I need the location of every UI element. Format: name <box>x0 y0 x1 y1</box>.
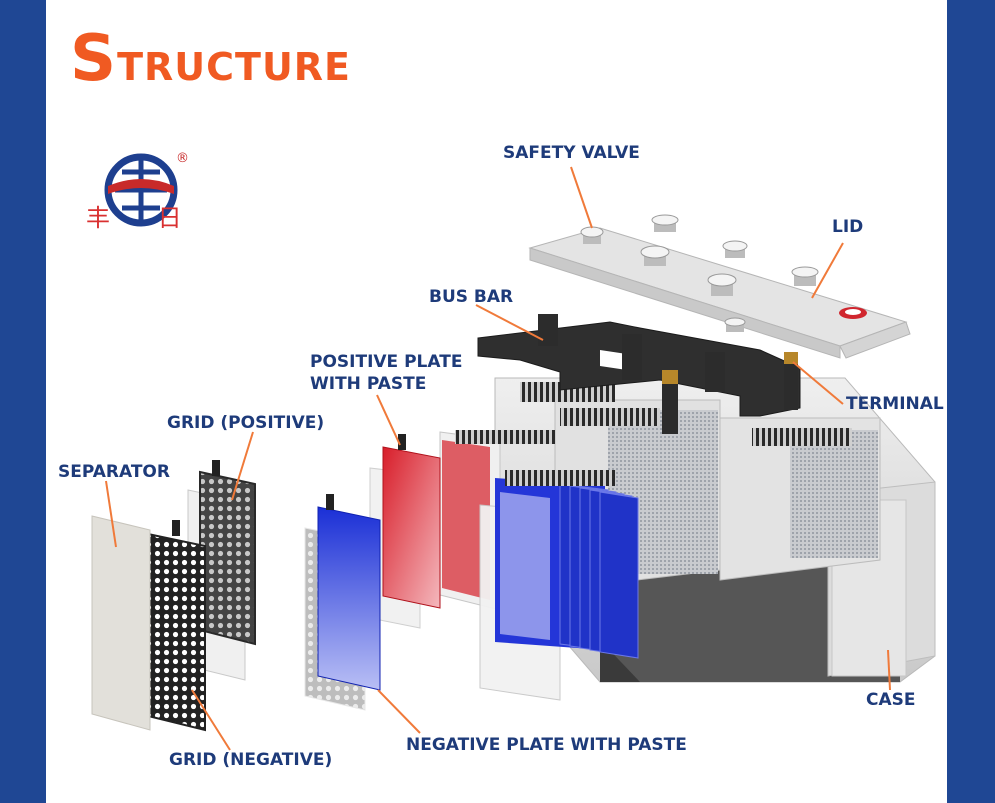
separator-sheet <box>91 515 151 731</box>
label-case: CASE <box>866 690 916 710</box>
leader-negative-plate <box>377 689 421 734</box>
title-first-letter: S <box>70 22 118 96</box>
logo-characters: 丰 日 <box>86 204 202 232</box>
leader-positive-plate <box>376 394 401 446</box>
bus-bar <box>477 314 801 434</box>
label-safety-valve: SAFETY VALVE <box>503 143 640 163</box>
leader-case <box>887 649 891 691</box>
logo-wing <box>108 179 174 194</box>
leader-separator <box>105 480 117 548</box>
leader-terminal <box>792 361 844 405</box>
leader-bus-bar <box>475 304 544 341</box>
label-terminal: TERMINAL <box>846 394 944 414</box>
label-lid: LID <box>832 217 864 237</box>
page-title: STRUCTURE <box>70 22 351 96</box>
negative-plate <box>304 494 381 711</box>
leader-grid-negative <box>191 689 231 751</box>
leader-safety-valve <box>570 166 593 229</box>
label-positive-plate-line1: POSITIVE PLATE <box>310 352 463 372</box>
label-bus-bar: BUS BAR <box>429 287 514 307</box>
leader-grid-positive <box>231 431 254 501</box>
registered-mark: ® <box>176 151 189 166</box>
plate-stack <box>439 430 639 701</box>
label-positive-plate-line2: WITH PASTE <box>310 374 427 394</box>
leader-lid <box>811 242 844 299</box>
label-negative-plate: NEGATIVE PLATE WITH PASTE <box>406 735 687 755</box>
title-rest: TRUCTURE <box>117 45 352 89</box>
label-grid-positive: GRID (POSITIVE) <box>167 413 325 433</box>
brand-logo: ® 丰 日 <box>86 151 202 232</box>
leader-lines <box>105 166 891 751</box>
label-grid-negative: GRID (NEGATIVE) <box>169 750 333 770</box>
label-separator: SEPARATOR <box>58 462 170 482</box>
safety-valves <box>580 214 819 332</box>
